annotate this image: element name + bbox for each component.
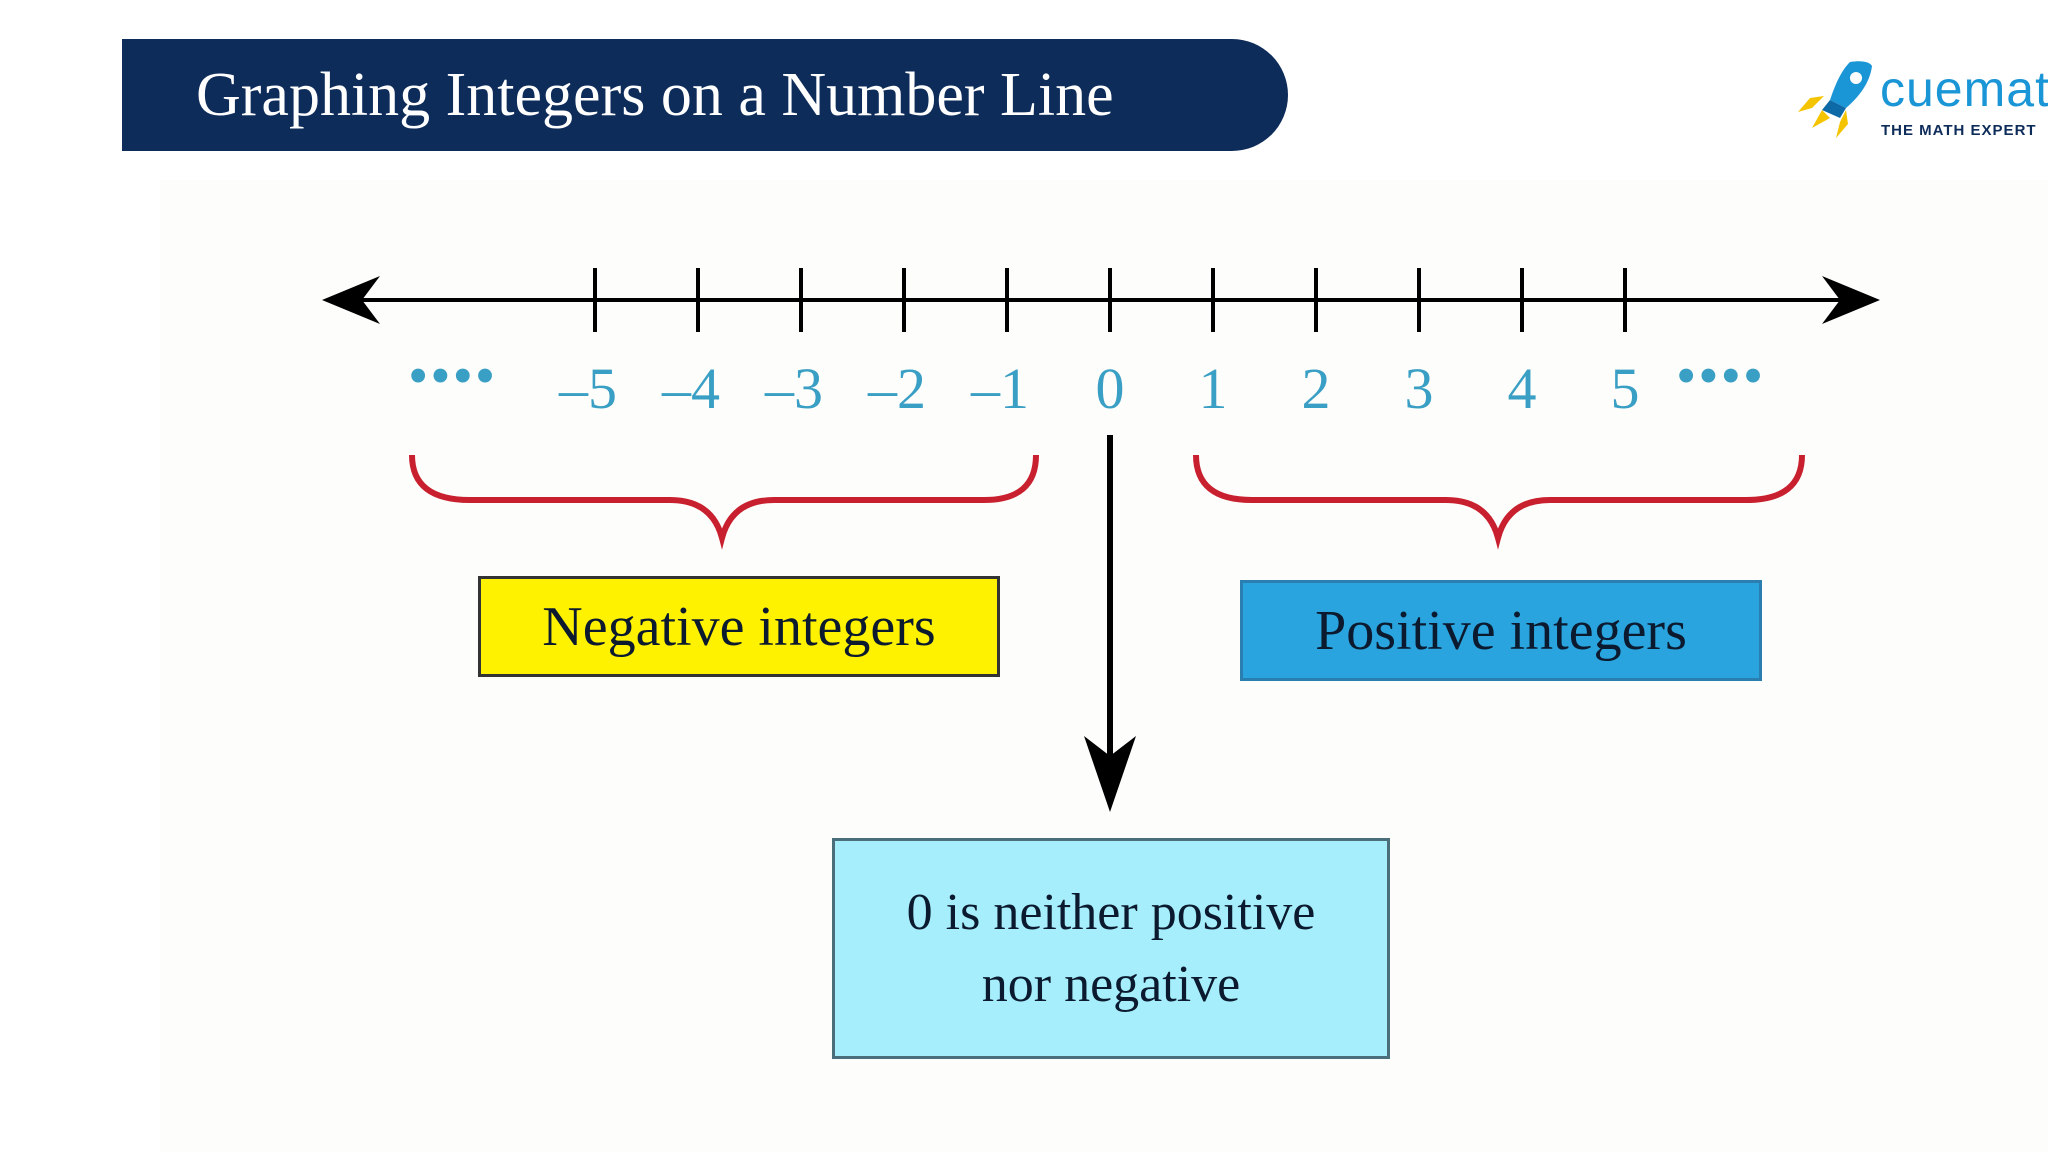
rocket-icon [1798, 61, 1872, 138]
tick-label: 1 [1199, 356, 1228, 421]
right-ellipsis-dots: •••• [1676, 343, 1765, 408]
tick-marks [593, 268, 1627, 332]
right-arrow-icon [1822, 276, 1880, 324]
tick-label: 5 [1611, 356, 1640, 421]
tick-labels: –5 –4 –3 –2 –1 0 1 2 3 4 5 [558, 356, 1640, 421]
zero-note-box: 0 is neither positive nor negative [832, 838, 1390, 1059]
page-title: Graphing Integers on a Number Line [196, 60, 1114, 129]
tick-label: 0 [1096, 356, 1125, 421]
zero-note-line-1: 0 is neither positive [906, 883, 1316, 941]
logo-wordmark: cuemath [1880, 61, 2048, 117]
tick-label: –4 [661, 356, 720, 421]
title-banner: Graphing Integers on a Number Line [122, 39, 1288, 151]
negative-brace [409, 454, 1039, 550]
positive-integers-box: Positive integers [1240, 580, 1762, 681]
tick-label: –5 [558, 356, 617, 421]
brand-logo: cuemath THE MATH EXPERT [1790, 52, 2048, 152]
left-arrow-icon [322, 276, 380, 324]
positive-brace [1193, 454, 1805, 550]
tick-label: –2 [867, 356, 926, 421]
tick-label: 4 [1508, 356, 1537, 421]
negative-integers-label: Negative integers [542, 595, 936, 658]
down-arrow-icon [1084, 736, 1136, 812]
tick-label: –1 [970, 356, 1029, 421]
tick-label: 2 [1302, 356, 1331, 421]
left-ellipsis-dots: •••• [408, 343, 497, 408]
tick-label: 3 [1405, 356, 1434, 421]
zero-note-line-2: nor negative [981, 955, 1241, 1013]
tick-label: –3 [764, 356, 823, 421]
negative-integers-box: Negative integers [478, 576, 1000, 677]
logo-tagline: THE MATH EXPERT [1881, 122, 2037, 139]
positive-integers-label: Positive integers [1315, 599, 1687, 662]
